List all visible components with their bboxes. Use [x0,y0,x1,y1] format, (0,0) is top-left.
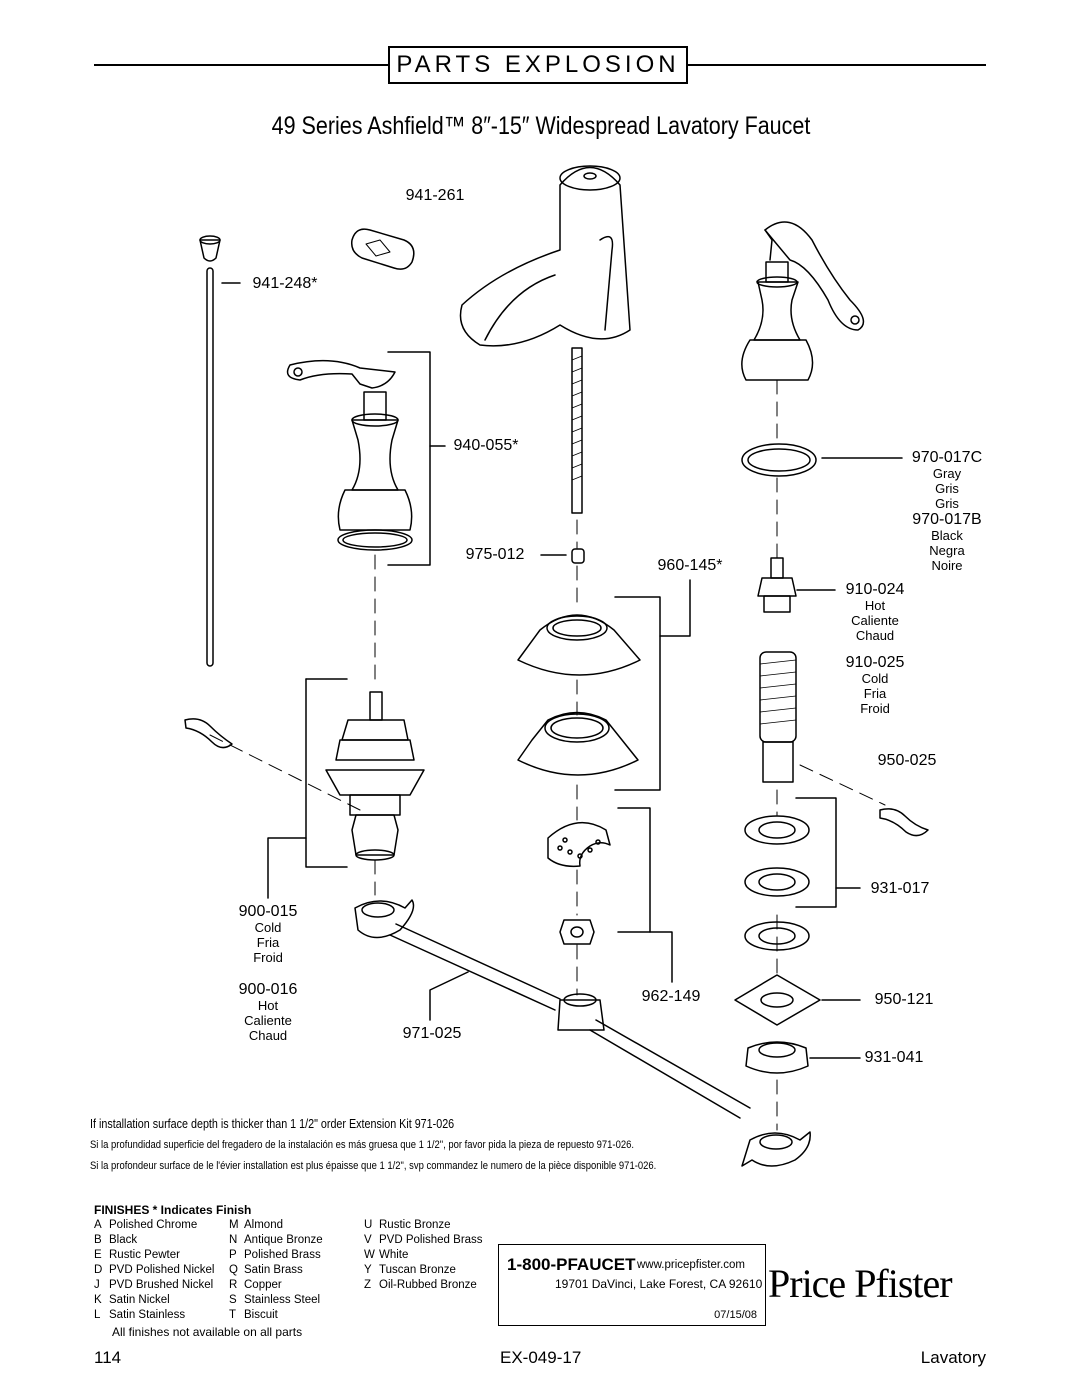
part-970-017b: 970-017B Black Negra Noire [912,511,982,574]
part-941-261: 941-261 [405,187,465,204]
website-link[interactable]: www.pricepfister.com [637,1259,746,1271]
part-900-016: 900-016 Hot Caliente Chaud [238,981,298,1044]
phone-number: 1-800-PFAUCET [507,1255,636,1274]
finishes-footnote: All finishes not available on all parts [112,1325,303,1339]
part-931-017: 931-017 [870,880,930,897]
part-962-149: 962-149 [641,988,701,1005]
header-rule-left [94,64,388,66]
address: 19701 DaVinci, Lake Forest, CA 92610 [555,1277,763,1291]
header-label: PARTS EXPLOSION [388,46,688,84]
part-975-012: 975-012 [465,546,525,563]
page-number: 114 [94,1348,122,1367]
part-940-055: 940-055* [453,437,519,454]
brand-logo: Price Pfister [768,1261,953,1306]
document-code: EX-049-17 [500,1348,582,1367]
part-931-041: 931-041 [864,1049,924,1066]
part-960-145: 960-145* [657,557,723,574]
part-971-025: 971-025 [402,1025,462,1042]
part-950-121: 950-121 [874,991,934,1008]
part-941-248: 941-248* [252,275,318,292]
note-english: If installation surface depth is thicker… [90,1117,455,1131]
part-910-024: 910-024 Hot Caliente Chaud [845,581,905,644]
part-900-015: 900-015 Cold Fria Froid [238,903,298,966]
page-title: 49 Series Ashfield™ 8″-15″ Widespread La… [271,112,811,140]
revision-date: 07/15/08 [714,1309,757,1321]
header-rule-right [688,64,986,66]
part-910-025: 910-025 Cold Fria Froid [845,654,905,717]
note-spanish: Si la profundidad superficie del fregade… [90,1139,634,1151]
part-950-025: 950-025 [877,752,937,769]
section-name: Lavatory [920,1348,986,1367]
contact-box: 1-800-PFAUCET www.pricepfister.com 19701… [498,1244,766,1326]
part-970-017c: 970-017C Gray Gris Gris [911,449,983,512]
finishes-heading: FINISHES * Indicates Finish [94,1203,252,1217]
note-french: Si la profondeur surface de le l'évier i… [90,1160,657,1172]
